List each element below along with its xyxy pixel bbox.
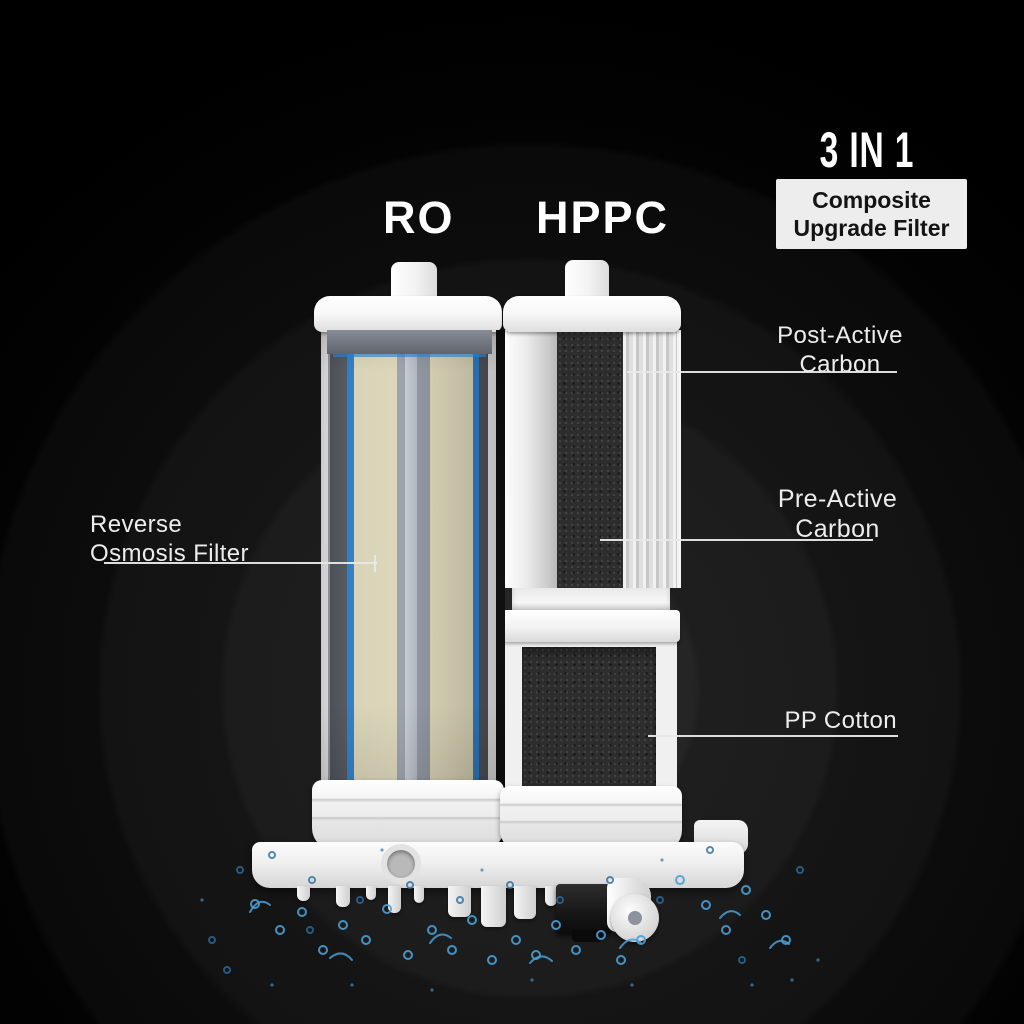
badge-line-1: Composite [812,186,931,213]
manifold-nozzle [336,886,350,907]
ro-filter-cap [314,296,502,332]
ro-membrane-top-edge [333,354,486,357]
ro-filter-inner-header [327,330,492,354]
reverse-osmosis-line1: Reverse [90,511,183,538]
outlet-flange-core [628,911,642,925]
manifold-nozzle [366,886,376,900]
reverse-osmosis-leader-line [104,562,377,564]
hppc-lower-cutaway [505,642,677,804]
hppc-shell-wall [505,330,557,588]
hppc-filter-bottom-collar [500,786,682,852]
filter-gap-shadow [496,330,505,846]
hppc-divider-band [502,610,680,642]
pre-active-carbon-label: Pre-Active Carbon [735,484,940,544]
ro-filter-bottom-collar [312,780,504,850]
composite-upgrade-filter-badge: Composite Upgrade Filter [776,179,967,249]
solenoid-valve-base [572,930,602,942]
manifold-nozzle [414,886,424,903]
ro-filter-cutaway-body [321,330,498,786]
manifold-nozzle [481,886,506,927]
reverse-osmosis-line2: Osmosis Filter [90,539,249,567]
pp-cotton-label: PP Cotton [784,707,897,734]
hppc-upper-cutaway [505,330,681,588]
ro-heading: RO [383,192,455,243]
post-active-carbon-line2: Carbon [799,350,881,378]
manifold-nozzle [545,886,557,906]
manifold-nozzle [514,886,536,919]
pre-active-carbon-line2: Carbon [795,515,880,543]
post-active-carbon-label: Post-Active Carbon [740,322,940,380]
hppc-ribbed-wall [623,330,681,588]
badge-line-2: Upgrade Filter [793,215,950,241]
hppc-filter-cap [503,296,681,332]
manifold-port-ring [381,844,421,884]
pre-active-carbon-line1: Pre-Active [777,485,898,513]
post-active-carbon-line1: Post-Active [777,322,903,349]
manifold-nozzle [297,886,310,901]
base-manifold [252,842,744,888]
active-carbon-block [557,330,623,588]
hppc-divider-lip [512,588,670,612]
reverse-osmosis-label: Reverse Osmosis Filter [90,511,320,569]
ro-filter-top-nub [391,262,437,302]
reverse-osmosis-leader-tick [374,555,376,572]
water-splash-graphic [200,846,820,992]
pp-cotton-leader-line [648,735,898,737]
three-in-one-title: 3 IN 1 [819,122,915,179]
solenoid-valve [556,884,612,934]
hppc-heading: HPPC [536,192,670,243]
post-active-carbon-leader-line [627,371,897,373]
manifold-nozzle [388,886,401,913]
pp-cotton-block [522,647,656,804]
manifold-nozzle [448,886,471,917]
pre-active-carbon-leader-line [600,539,873,541]
hppc-filter-top-nub [565,260,609,300]
